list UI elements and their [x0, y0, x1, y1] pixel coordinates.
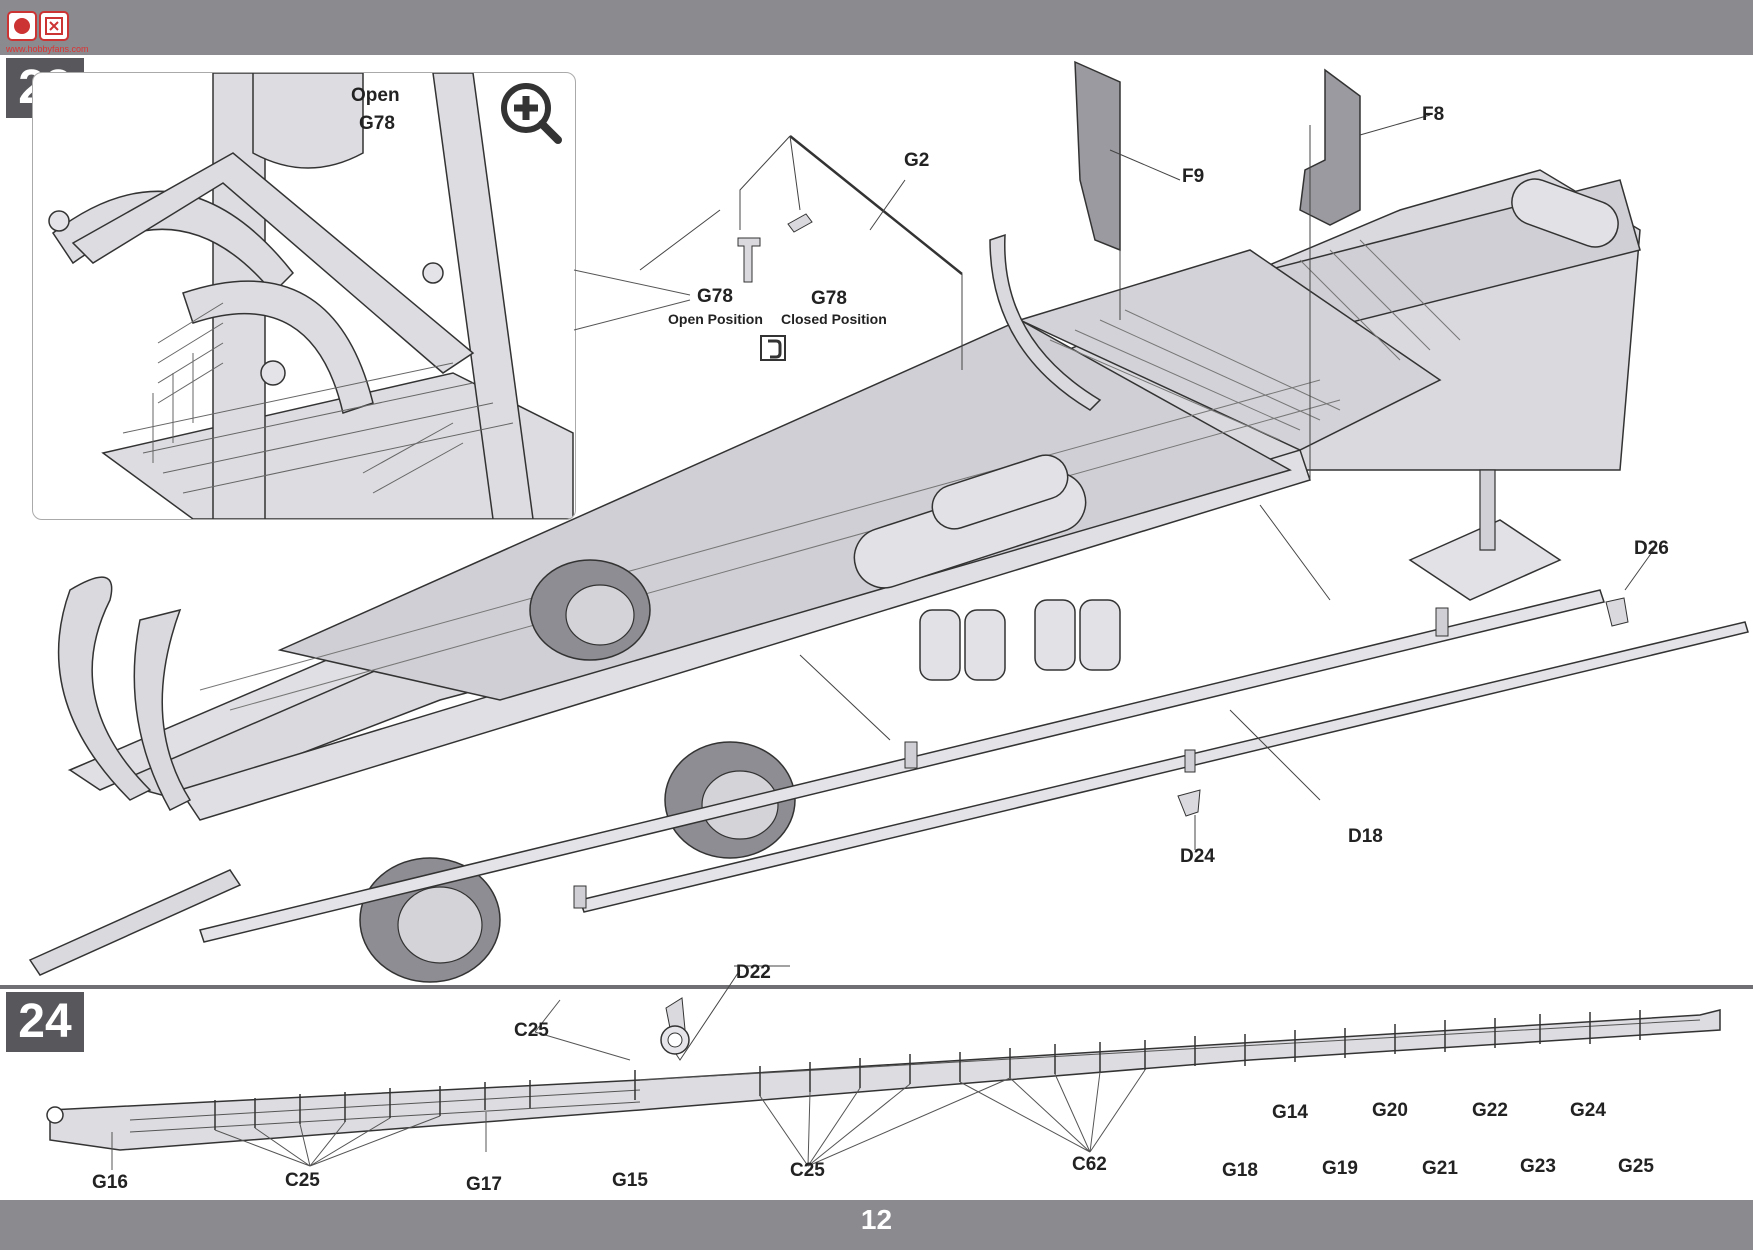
page-number: 12: [860, 1204, 893, 1235]
part-label-g25: G25: [1618, 1156, 1654, 1177]
caption-closed-position: Closed Position: [781, 311, 887, 327]
header-band: [0, 0, 1753, 55]
part-label-g17: G17: [466, 1174, 502, 1195]
part-label-g23: G23: [1520, 1156, 1556, 1177]
part-label-c25-top: C25: [514, 1020, 549, 1041]
footer-band: [0, 1200, 1753, 1250]
part-label-g19: G19: [1322, 1158, 1358, 1179]
part-label-d26: D26: [1634, 538, 1669, 559]
part-label-g14: G14: [1272, 1102, 1308, 1123]
magnify-plus-icon: [501, 83, 562, 144]
step-divider: [0, 985, 1753, 989]
part-label-g16: G16: [92, 1172, 128, 1193]
part-label-d22: D22: [736, 962, 771, 983]
part-label-g18: G18: [1222, 1160, 1258, 1181]
inset-part-g78: G78: [359, 113, 395, 134]
part-label-g15: G15: [612, 1170, 648, 1191]
part-label-c25-left: C25: [285, 1170, 320, 1191]
part-label-f8: F8: [1422, 104, 1445, 125]
inset-open-label: Open: [351, 85, 400, 106]
part-label-d18: D18: [1348, 826, 1383, 847]
bend-icon: [760, 335, 786, 361]
part-label-g78-closed: G78: [811, 288, 847, 309]
part-label-g20: G20: [1372, 1100, 1408, 1121]
part-label-c62: C62: [1072, 1154, 1107, 1175]
part-label-f9: F9: [1182, 166, 1205, 187]
step-24-number: 24: [6, 992, 84, 1052]
part-label-c25-mid: C25: [790, 1160, 825, 1181]
part-label-d24: D24: [1180, 846, 1215, 867]
part-label-g78-open: G78: [697, 286, 733, 307]
part-label-g2: G2: [904, 150, 930, 171]
part-label-g21: G21: [1422, 1158, 1458, 1179]
inset-drawing: [48, 73, 574, 519]
caption-open-position: Open Position: [668, 311, 763, 327]
watermark-logo: [7, 11, 69, 41]
part-label-g22: G22: [1472, 1100, 1508, 1121]
part-label-g24: G24: [1570, 1100, 1606, 1121]
detail-inset: Open G78: [32, 72, 576, 520]
watermark-text: www.hobbyfans.com: [6, 44, 89, 54]
